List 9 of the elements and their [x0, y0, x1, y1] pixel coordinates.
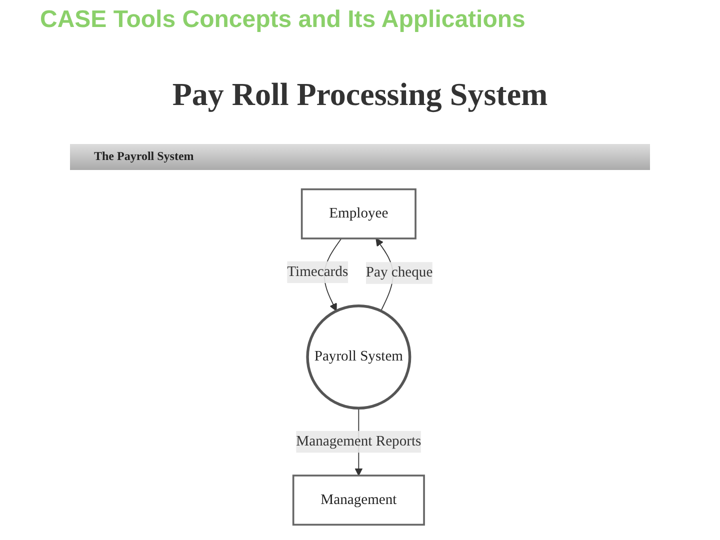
- header-text: CASE Tools Concepts and Its Applications: [40, 6, 526, 34]
- edge-label: Timecards: [287, 264, 348, 280]
- edge-label: Pay cheque: [366, 264, 433, 280]
- node-box: Employee: [300, 188, 417, 240]
- node-box: Management: [292, 474, 426, 526]
- bar-label: The Payroll System: [94, 149, 194, 164]
- edge-label: Management Reports: [296, 434, 422, 450]
- node-circle: Payroll System: [306, 304, 412, 410]
- diagram-title: Pay Roll Processing System: [171, 76, 549, 113]
